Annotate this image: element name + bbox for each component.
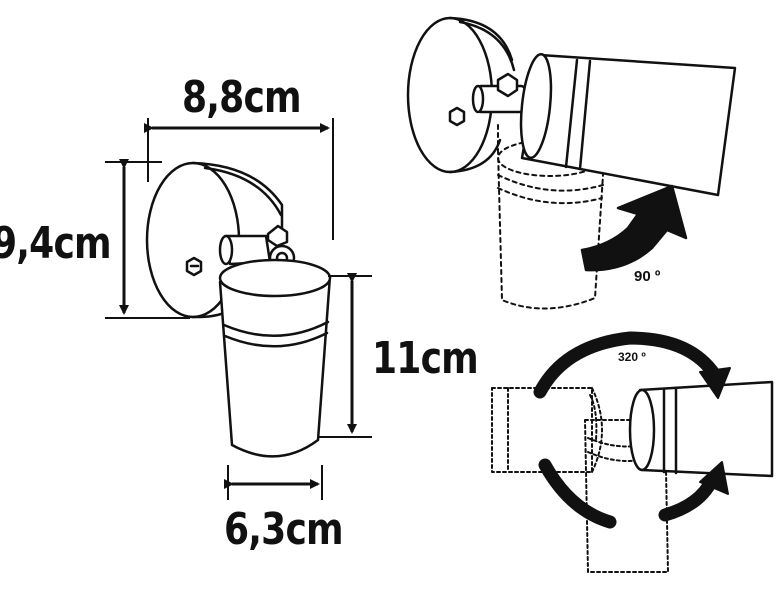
length-dimension <box>318 273 372 438</box>
rotation-view <box>491 331 774 573</box>
tilt-angle-label: 90 º <box>634 268 661 285</box>
tilt-arrow <box>580 184 688 272</box>
lamp-cylinder <box>218 258 332 458</box>
dimension-lines <box>105 118 372 500</box>
length-label: 11cm <box>372 333 479 384</box>
height-label: 9,4cm <box>0 218 112 269</box>
width-label: 8,8cm <box>182 72 302 123</box>
tilt-view <box>406 16 737 310</box>
diameter-label: 6,3cm <box>224 504 344 555</box>
rotation-angle-label: 320 º <box>618 350 646 364</box>
rotation-arrowheads <box>699 367 731 495</box>
screw-head <box>185 256 203 277</box>
tilt-pivot-arm <box>471 72 527 114</box>
diameter-dimension <box>224 465 323 500</box>
height-dimension <box>105 159 190 319</box>
main-lamp-view <box>145 161 332 458</box>
tilt-lamp <box>519 53 737 197</box>
rotation-lamp <box>628 380 774 478</box>
tilt-screw-head <box>448 106 466 127</box>
width-dimension <box>144 118 334 240</box>
